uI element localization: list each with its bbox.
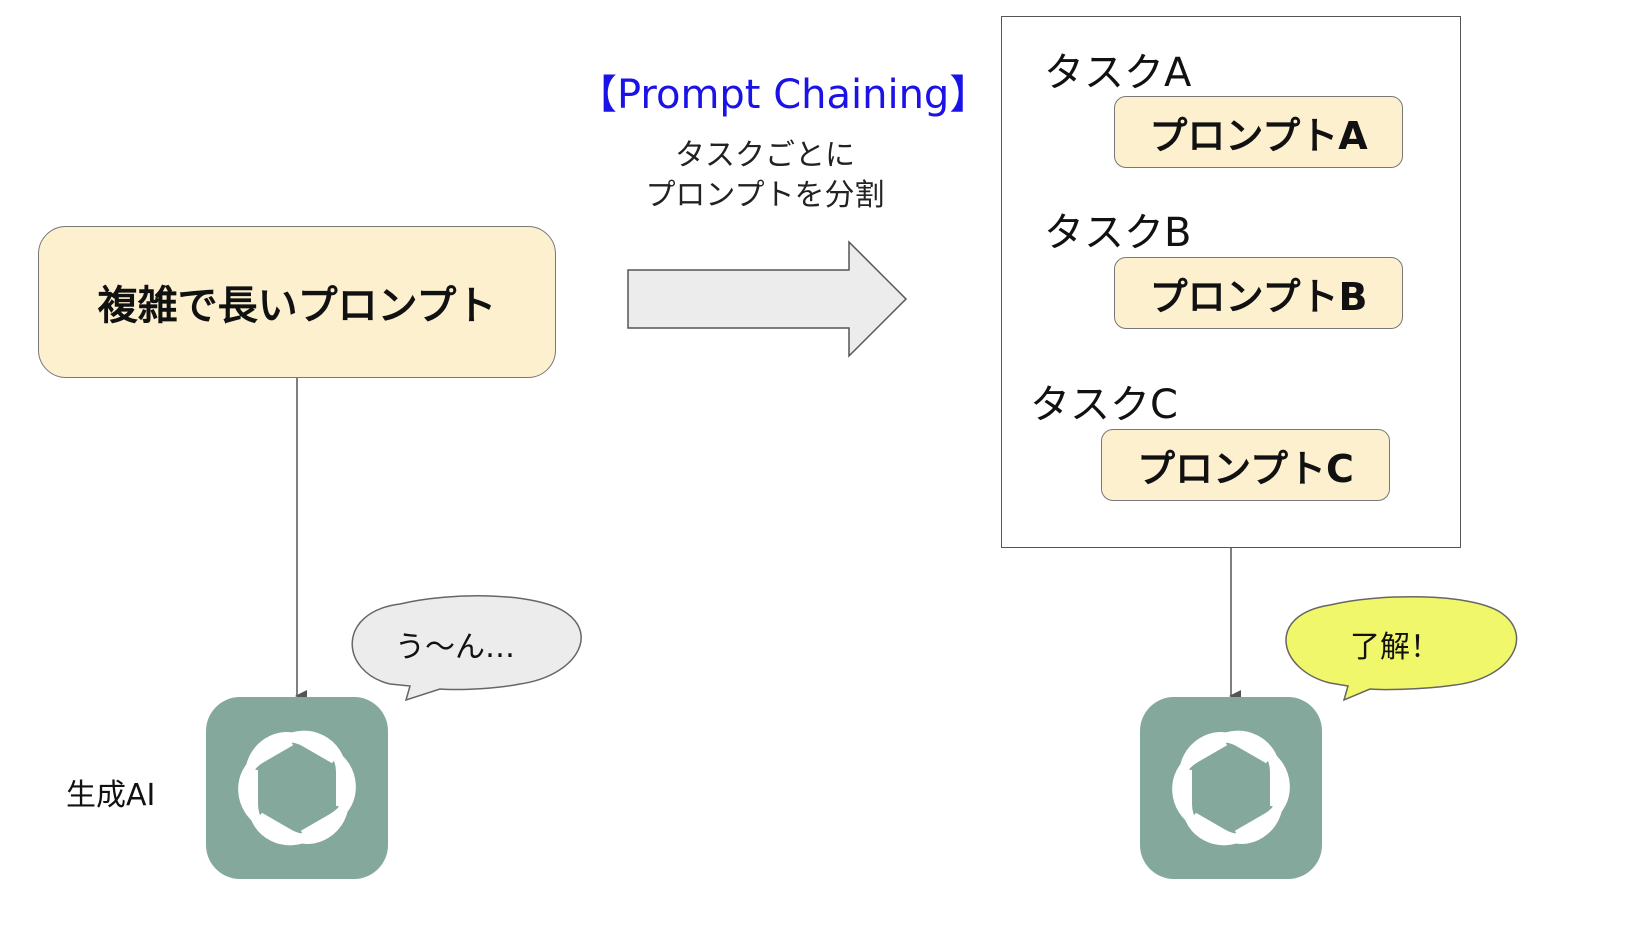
openai-logo-icon	[206, 697, 388, 879]
big-right-arrow	[627, 240, 908, 358]
left-speech-bubble	[351, 595, 582, 702]
openai-logo-icon	[1140, 697, 1322, 879]
right-bubble-text: 了解！	[1350, 630, 1440, 665]
description-line-2: プロンプトを分割	[645, 178, 885, 213]
long-prompt-box: 複雑で長いプロンプト	[38, 226, 556, 378]
task-b-label: タスクB	[1044, 210, 1192, 256]
description: タスクごとに プロンプトを分割	[600, 136, 930, 216]
task-a-label: タスクA	[1044, 50, 1192, 96]
prompt-a-box: プロンプトA	[1114, 96, 1403, 168]
task-c-label: タスクC	[1030, 382, 1178, 428]
ai-label: 生成AI	[66, 778, 156, 813]
diagram-title: 【Prompt Chaining】	[577, 72, 990, 118]
prompt-b-box: プロンプトB	[1114, 257, 1403, 329]
left-bubble-text: う〜ん…	[395, 630, 515, 665]
prompt-c-box: プロンプトC	[1101, 429, 1390, 501]
right-speech-bubble	[1285, 595, 1518, 702]
description-line-1: タスクごとに	[675, 138, 855, 173]
